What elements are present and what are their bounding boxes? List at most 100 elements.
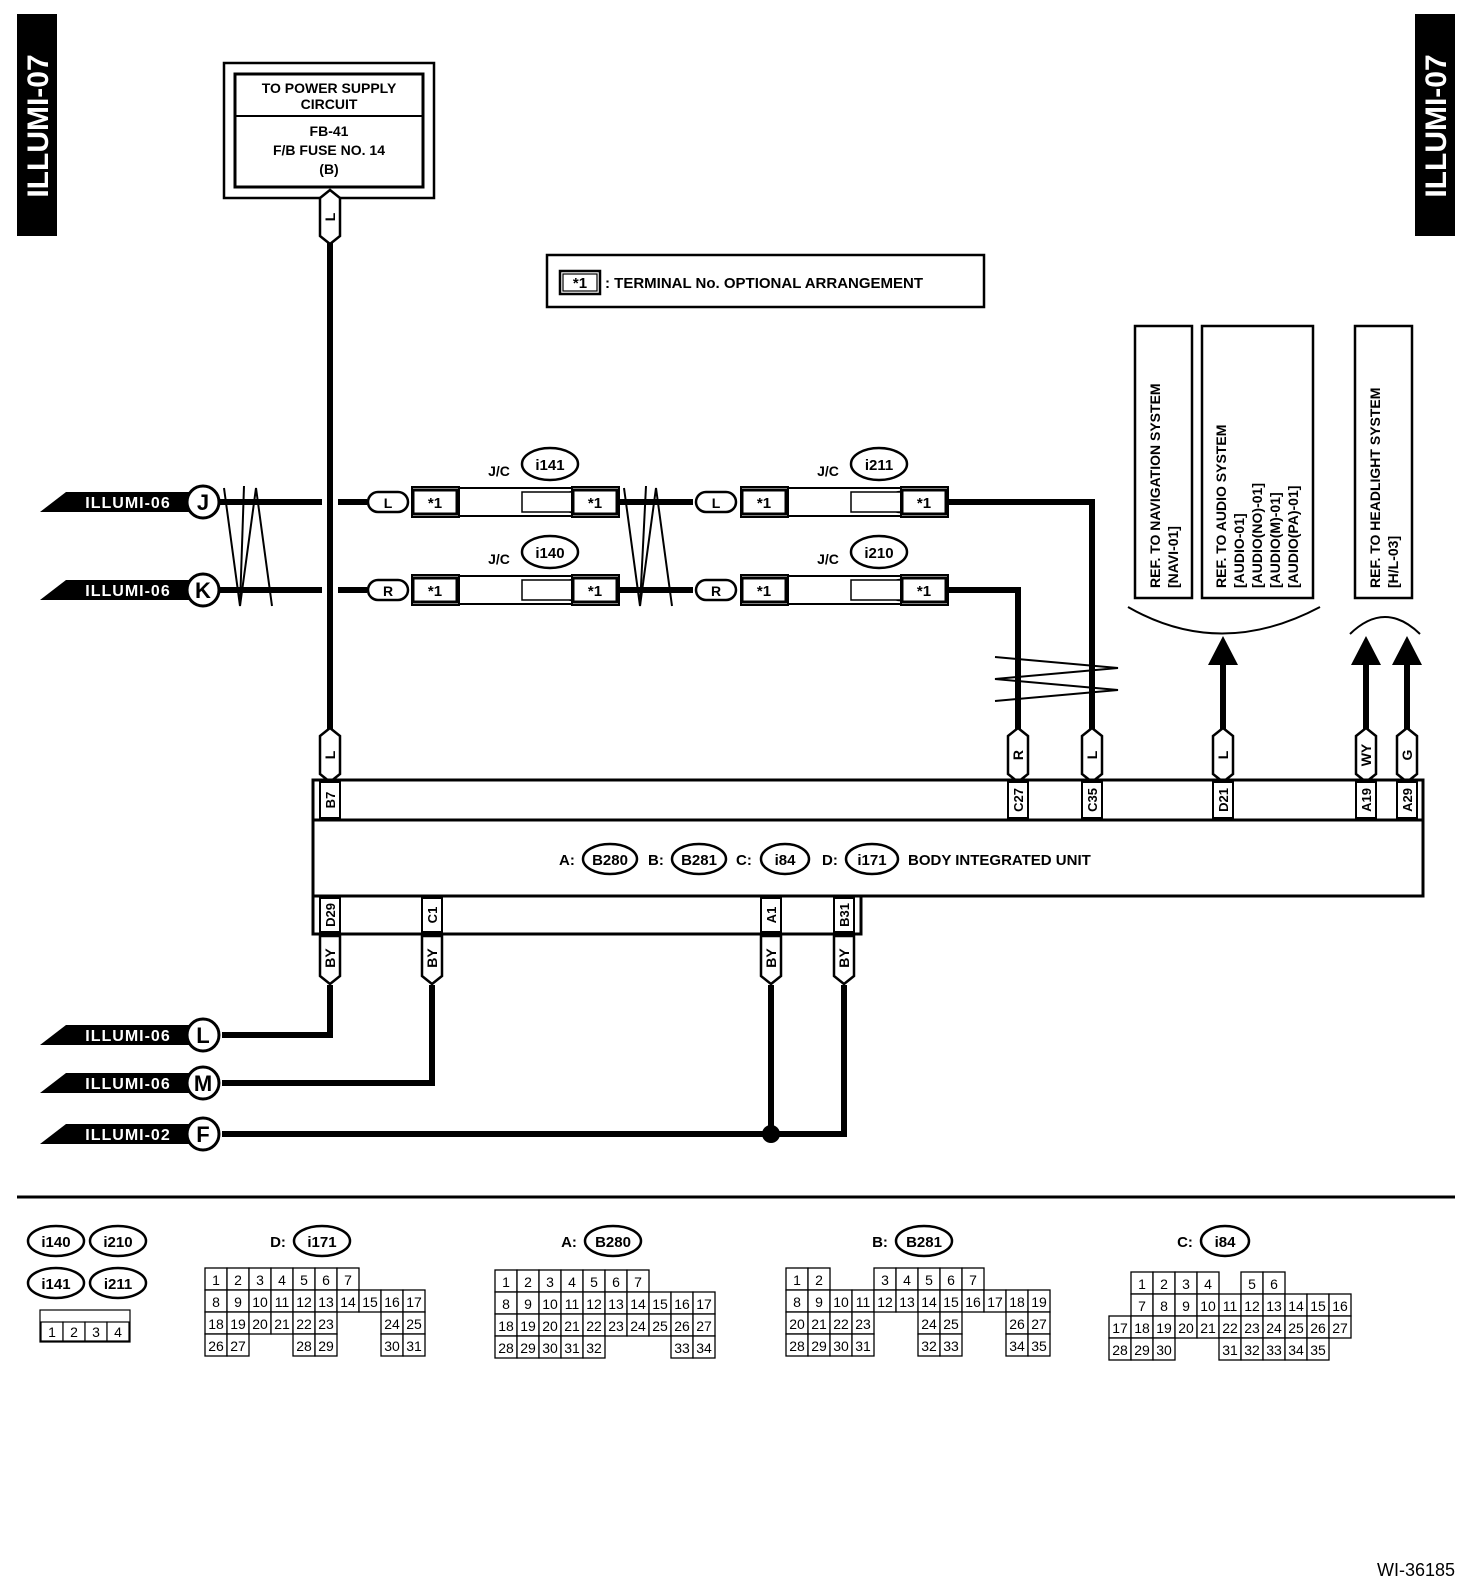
offpage-M-letter: M xyxy=(194,1071,212,1096)
conn-view-a-pin: 29 xyxy=(520,1340,536,1356)
bcm-top-pin-text: A19 xyxy=(1359,788,1374,812)
conn-view-b-pin: 2 xyxy=(815,1272,823,1288)
conn-view-d-pin: 6 xyxy=(322,1272,330,1288)
bcm-bottom-pin-text: D29 xyxy=(323,903,338,927)
conn-header-b-name-oval xyxy=(894,1224,954,1258)
offpage-F-ref: ILLUMI-02 xyxy=(85,1127,170,1144)
body-integrated-unit: A: B280 B: B281 C: i84 D: i171 BODY INTE… xyxy=(311,778,1425,936)
pill-i211-in: L xyxy=(694,490,738,514)
power-box-line2: CIRCUIT xyxy=(301,96,358,112)
jc-i210-conn-label: i210 xyxy=(864,545,893,562)
bcm-name: BODY INTEGRATED UNIT xyxy=(908,852,1091,869)
page-tag-left-text: ILLUMI-07 xyxy=(22,54,55,197)
conn-view-a-pin: 16 xyxy=(674,1296,690,1312)
conn-view-d-pin: 2 xyxy=(234,1272,242,1288)
conn-view-d-pin: 10 xyxy=(252,1294,268,1310)
ref-headlight-line2: [H/L-03] xyxy=(1385,536,1401,588)
doc-id: WI-36185 xyxy=(1377,1560,1455,1580)
small-pin-cell xyxy=(106,1321,130,1342)
wire-color-flags: LLRLLWYGBYBYBYBYLLLLRRRR xyxy=(318,188,1419,986)
conn-view-c-pin: 2 xyxy=(1160,1276,1168,1292)
conn-view-b-pin: 12 xyxy=(877,1294,893,1310)
conn-view-b-pin: 34 xyxy=(1009,1338,1025,1354)
conn-view-a-pin: 26 xyxy=(674,1318,690,1334)
flag-a19-WY: WY xyxy=(1354,726,1378,784)
conn-view-c-pin: 34 xyxy=(1288,1342,1304,1358)
jc-i211-term-right: *1 xyxy=(900,488,948,516)
conn-header-c: C:i84 xyxy=(1177,1224,1251,1258)
flag-d21-L: L xyxy=(1211,726,1235,784)
conn-view-b-pin: 32 xyxy=(921,1338,937,1354)
jc-i211-conn-label: i211 xyxy=(865,457,893,474)
small-pin: 3 xyxy=(92,1324,100,1340)
jc-i141-term-right-text: *1 xyxy=(588,495,602,512)
bcm-bottom-pin-text: C1 xyxy=(425,907,440,924)
conn-view-a-pin: 25 xyxy=(652,1318,668,1334)
bcm-top-pin: C35 xyxy=(1081,781,1103,819)
conn-view-b-pin: 33 xyxy=(943,1338,959,1354)
bcm-top-pin: D21 xyxy=(1212,781,1234,819)
conn-view-b-pin: 13 xyxy=(899,1294,915,1310)
conn-view-b-pin: 21 xyxy=(811,1316,827,1332)
conn-view-a-pin: 24 xyxy=(630,1318,646,1334)
bcm-top-pin-text: C35 xyxy=(1085,788,1100,812)
conn-header-a-prefix: A: xyxy=(561,1234,577,1251)
conn-view-d-pin: 23 xyxy=(318,1316,334,1332)
conn-view-d-pin: 7 xyxy=(344,1272,352,1288)
conn-view-d-pin: 9 xyxy=(234,1294,242,1310)
flag-a29-G-text: G xyxy=(1399,749,1415,760)
conn-view-c-pin: 25 xyxy=(1288,1320,1304,1336)
conn-view-a-pin: 17 xyxy=(696,1296,712,1312)
conn-view-a-pin: 7 xyxy=(634,1274,642,1290)
bcm-top-pin-text: C27 xyxy=(1011,788,1026,812)
offpage-J-letter: J xyxy=(197,490,209,515)
flag-b7-L: L xyxy=(318,726,342,784)
power-box-line3: FB-41 xyxy=(310,123,349,139)
conn-view-b-pin: 11 xyxy=(856,1294,871,1310)
conn-view-b-pin: 24 xyxy=(921,1316,937,1332)
conn-view-a-pin: 31 xyxy=(564,1340,580,1356)
conn-view-a-pin: 5 xyxy=(590,1274,598,1290)
jc-i140-term-left: *1 xyxy=(411,576,459,604)
bcm-top-pin-text: B7 xyxy=(323,792,338,809)
conn-view-b-pin: 31 xyxy=(855,1338,871,1354)
conn-view-a-pin: 15 xyxy=(652,1296,668,1312)
conn-view-d-pin: 20 xyxy=(252,1316,268,1332)
flag-c35-L-text: L xyxy=(1084,750,1100,759)
conn-view-c-pin: 30 xyxy=(1156,1342,1172,1358)
flag-a1-BY-text: BY xyxy=(763,948,779,968)
conn-view-a-pin: 9 xyxy=(524,1296,532,1312)
power-supply-box: TO POWER SUPPLY CIRCUIT FB-41 F/B FUSE N… xyxy=(222,61,436,200)
offpage-L-ref: ILLUMI-06 xyxy=(85,1028,170,1045)
jc-i141-term-right: *1 xyxy=(571,488,619,516)
ref-headlight-line1: REF. TO HEADLIGHT SYSTEM xyxy=(1367,388,1383,588)
conn-view-d-pin: 30 xyxy=(384,1338,400,1354)
flag-d29-BY: BY xyxy=(318,934,342,986)
conn-view-b-pin: 8 xyxy=(793,1294,801,1310)
conn-view-d-pin: 14 xyxy=(340,1294,356,1310)
conn-view-d-pin: 8 xyxy=(212,1294,220,1310)
conn-view-c-pin: 35 xyxy=(1310,1342,1326,1358)
conn-view-b-pin: 4 xyxy=(903,1272,911,1288)
small-label-i211-oval xyxy=(88,1266,148,1300)
conn-view-a-pin-cell xyxy=(692,1335,716,1359)
bcm-bottom-pin: A1 xyxy=(760,897,782,933)
jc-i141-conn-label: i141 xyxy=(535,457,564,474)
page-tag-right: ILLUMI-07 xyxy=(1415,14,1455,236)
conn-view-c-pin: 24 xyxy=(1266,1320,1282,1336)
conn-view-c-pin: 15 xyxy=(1310,1298,1326,1314)
conn-view-a-pin: 10 xyxy=(542,1296,558,1312)
bcm-top-pin: C27 xyxy=(1007,781,1029,819)
conn-view-d-pin: 18 xyxy=(208,1316,224,1332)
conn-view-d-pin: 4 xyxy=(278,1272,286,1288)
offpage-J-ref: ILLUMI-06 xyxy=(85,495,170,512)
conn-view-a-pin: 13 xyxy=(608,1296,624,1312)
conn-view-c-pin: 3 xyxy=(1182,1276,1190,1292)
small-label-i211: i211 xyxy=(104,1276,132,1293)
pill-i210-in: R xyxy=(694,578,738,602)
conn-view-c-pin: 9 xyxy=(1182,1298,1190,1314)
conn-view-c-pin: 12 xyxy=(1244,1298,1260,1314)
